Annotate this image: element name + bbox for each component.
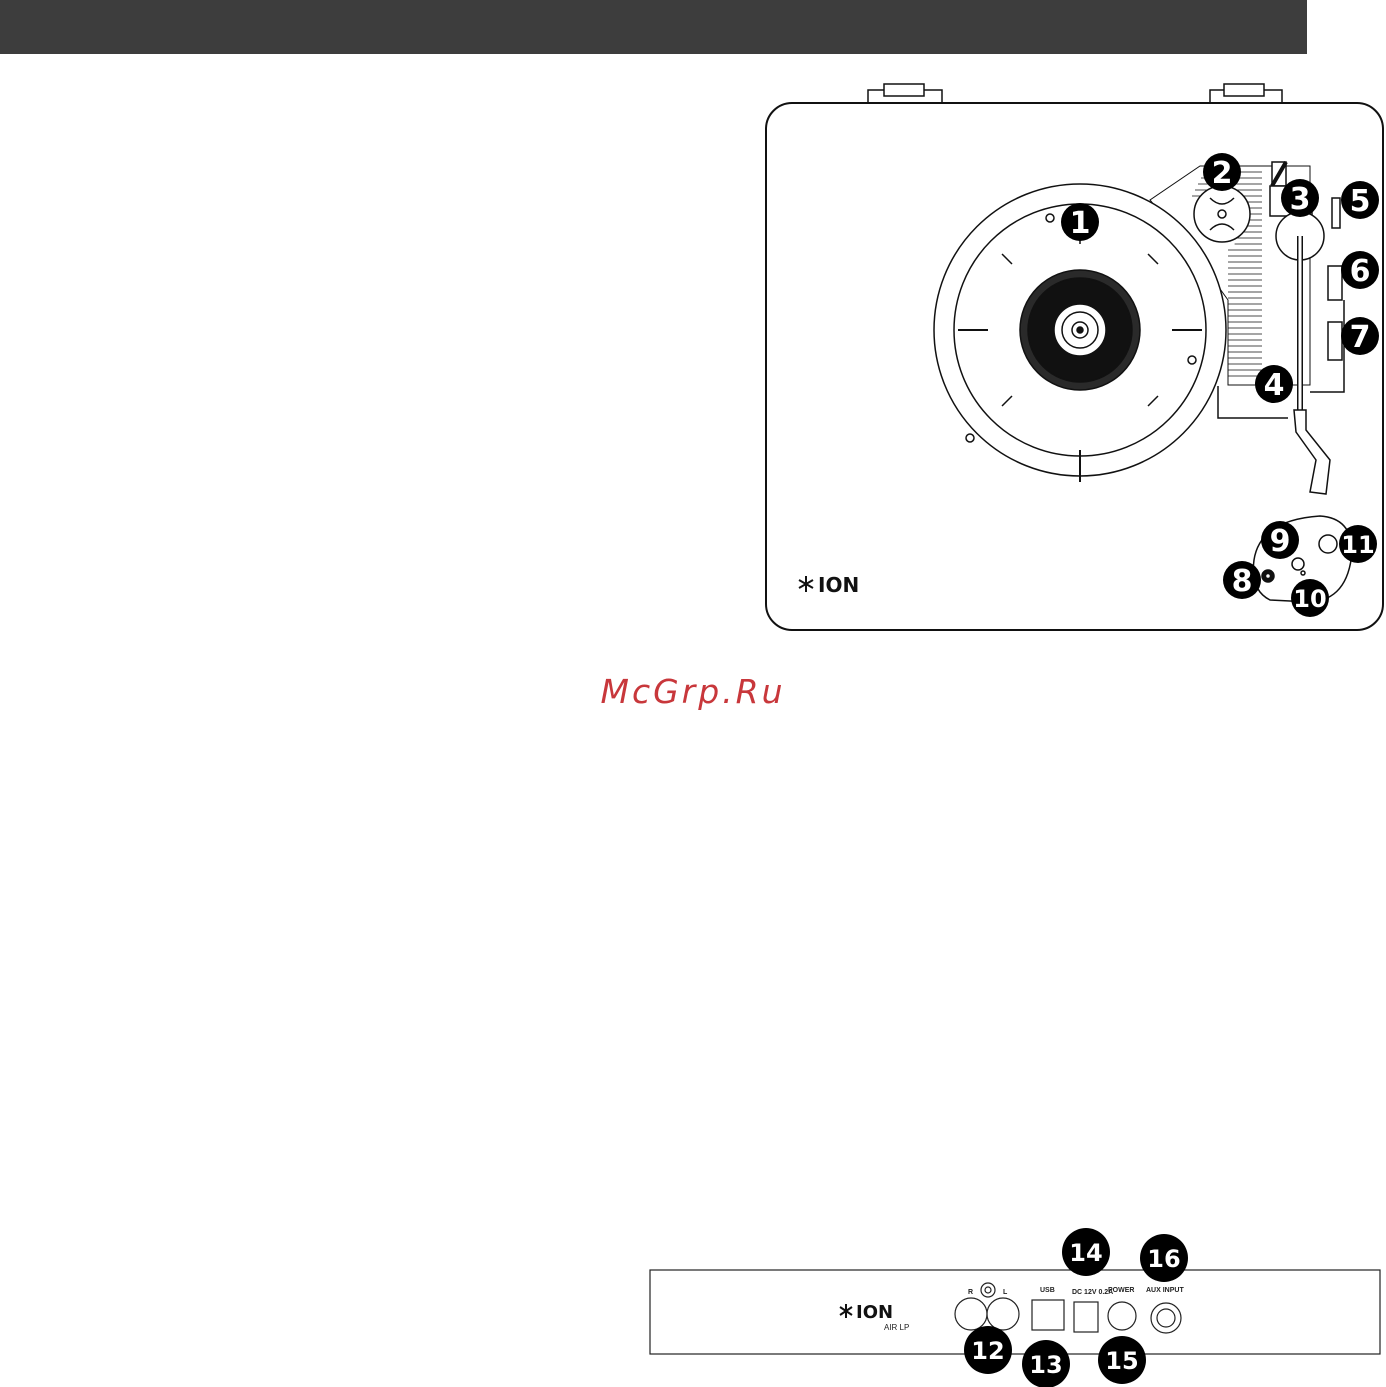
callout-7-label: 7 [1350, 320, 1371, 355]
usb-label: USB [1040, 1287, 1055, 1294]
callout-14-label: 14 [1069, 1239, 1102, 1267]
callout-8-label: 8 [1232, 564, 1253, 599]
top-logo-text: ION [818, 573, 859, 597]
lid-hinge-right [1210, 84, 1282, 104]
rear-logo-text: ION [856, 1302, 893, 1323]
callout-5-label: 5 [1350, 184, 1371, 219]
callout-6-label: 6 [1350, 254, 1371, 289]
callout-4-label: 4 [1264, 368, 1285, 403]
watermark: McGrp.Ru [0, 672, 1386, 711]
callout-13-label: 13 [1029, 1351, 1062, 1379]
callout-16-label: 16 [1147, 1245, 1180, 1273]
rear-model-text: AIR LP [884, 1323, 909, 1332]
callout-2-label: 2 [1212, 156, 1233, 191]
callout-15-label: 15 [1105, 1347, 1138, 1375]
lid-hinge-left [868, 84, 942, 104]
turntable-rear-panel: ION AIR LP R L USB DC 12V 0.2A POWER AUX… [650, 1270, 1380, 1354]
callout-11-label: 11 [1341, 531, 1374, 559]
callout-12-label: 12 [971, 1337, 1004, 1365]
callout-1-label: 1 [1070, 206, 1091, 241]
power-label: POWER [1108, 1287, 1134, 1294]
callout-9-label: 9 [1270, 524, 1291, 559]
aux-label: AUX INPUT [1146, 1287, 1184, 1294]
rca-r-label: R [968, 1289, 973, 1296]
callout-3-label: 3 [1290, 182, 1311, 217]
callout-10-label: 10 [1293, 585, 1326, 613]
rca-l-label: L [1003, 1289, 1008, 1296]
adapter-holder [1194, 186, 1250, 242]
rear-panel-frame [650, 1270, 1380, 1354]
